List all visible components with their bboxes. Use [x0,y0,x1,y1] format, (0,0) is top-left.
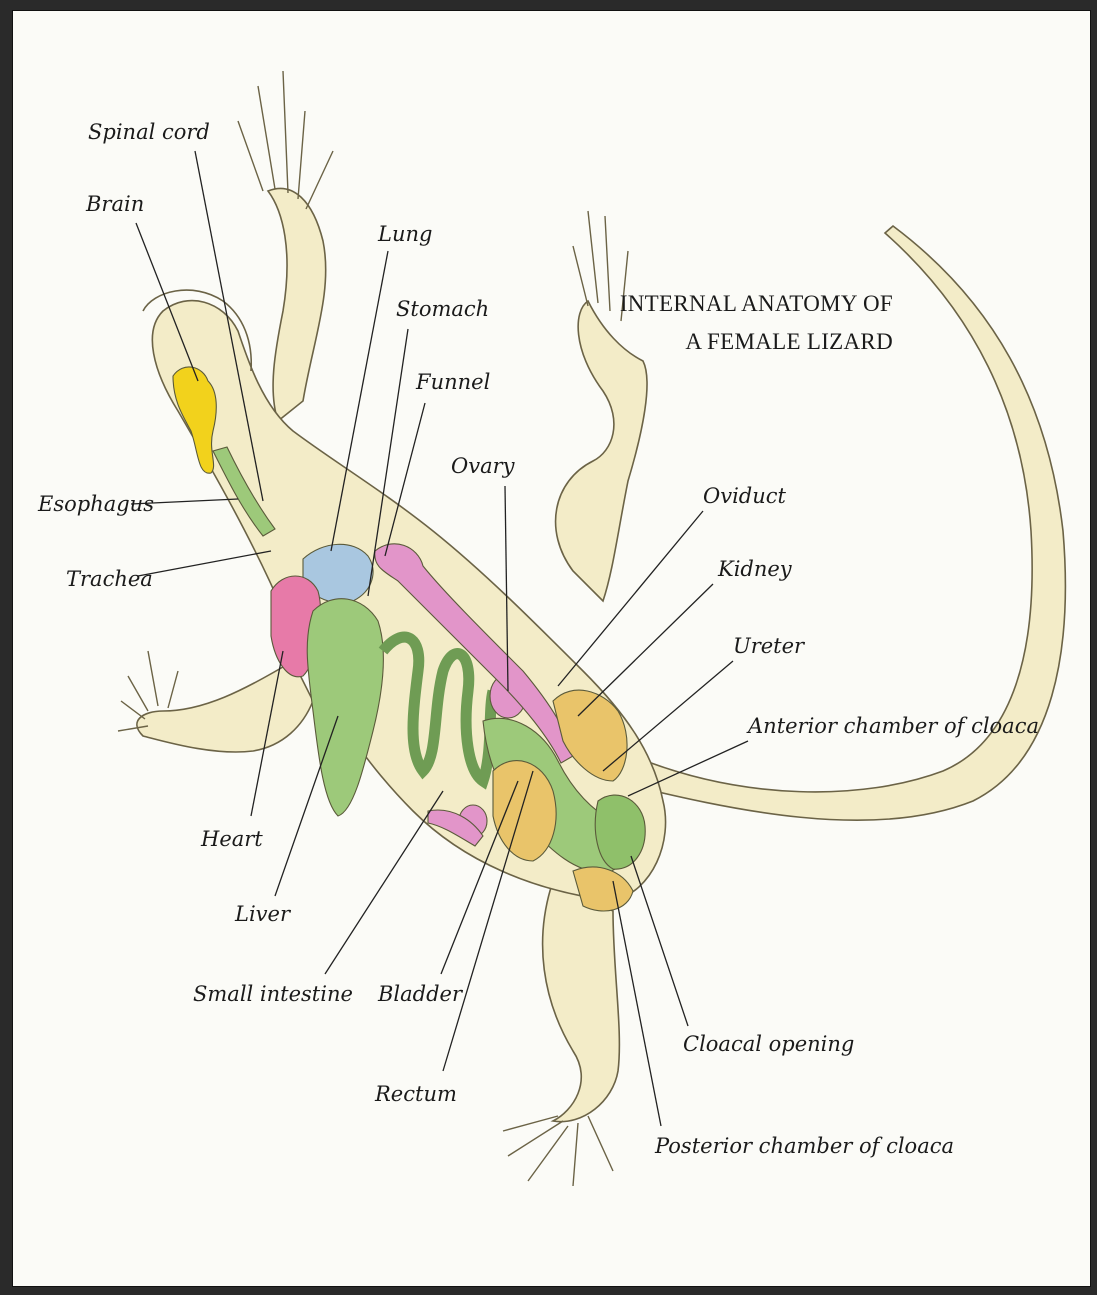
label-heart: Heart [200,827,263,851]
leader-kidney [578,584,713,716]
label-stomach: Stomach [396,297,489,321]
label-bladder: Bladder [377,982,464,1006]
leader-liver [275,716,338,896]
label-posterior-chamber: Posterior chamber of cloaca [654,1134,954,1158]
label-rectum: Rectum [374,1082,457,1106]
label-cloacal-opening: Cloacal opening [683,1032,854,1056]
title-line-2: A FEMALE LIZARD [685,329,893,354]
label-funnel: Funnel [415,370,490,394]
label-ureter: Ureter [733,634,806,658]
diagram-canvas: Spinal cord Brain Lung Stomach Funnel Ov… [12,10,1091,1287]
label-oviduct: Oviduct [703,484,787,508]
diagram-title: INTERNAL ANATOMY OF A FEMALE LIZARD [620,291,893,354]
label-esophagus: Esophagus [37,492,154,516]
label-lung: Lung [377,222,432,246]
label-kidney: Kidney [717,557,793,581]
rear-leg-upper [556,301,647,601]
rear-leg-lower [543,881,620,1122]
label-trachea: Trachea [66,567,153,591]
leader-small-intestine [325,791,443,974]
front-leg-lower [137,661,313,752]
label-small-intestine: Small intestine [193,982,353,1006]
leader-cloacal-opening [631,856,688,1026]
leader-posterior-chamber [613,881,661,1126]
liver-shape [307,599,383,816]
label-spinal-cord: Spinal cord [88,120,210,144]
title-line-1: INTERNAL ANATOMY OF [620,291,893,316]
label-brain: Brain [85,192,144,216]
front-leg-upper [268,188,326,421]
label-liver: Liver [234,902,292,926]
lizard-anatomy-diagram: Spinal cord Brain Lung Stomach Funnel Ov… [13,11,1090,1286]
brain-shape [173,367,216,473]
leader-trachea [138,551,271,576]
label-ovary: Ovary [451,454,516,478]
label-anterior-chamber: Anterior chamber of cloaca [746,714,1039,738]
